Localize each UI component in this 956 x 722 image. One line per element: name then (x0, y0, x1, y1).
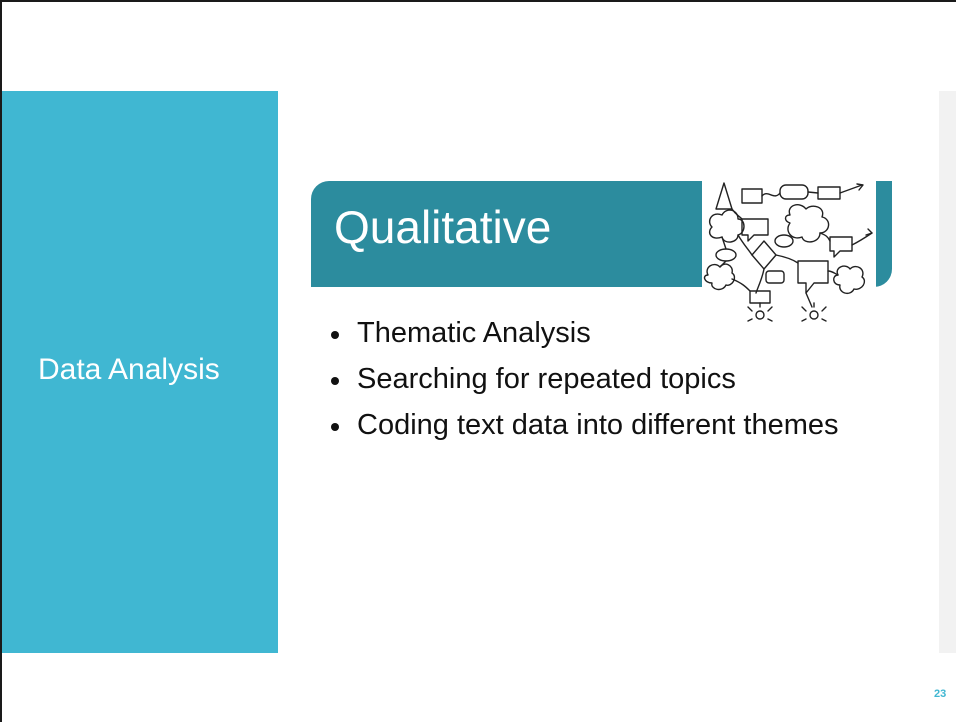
list-item: Thematic Analysis (305, 316, 845, 351)
list-item: Coding text data into different themes (305, 408, 845, 443)
bullet-text: Searching for repeated topics (357, 363, 736, 395)
side-panel: Data Analysis (2, 91, 278, 653)
bullet-list: Thematic Analysis Searching for repeated… (305, 316, 845, 454)
list-item: Searching for repeated topics (305, 362, 845, 397)
bullet-icon (331, 331, 339, 339)
doodle-mind-map-icon (702, 175, 876, 326)
bullet-icon (331, 377, 339, 385)
side-title: Data Analysis (38, 353, 220, 386)
right-panel-strip (939, 91, 956, 653)
slide-title: Qualitative (334, 201, 552, 253)
page-number: 23 (934, 688, 947, 700)
bullet-icon (331, 423, 339, 431)
bullet-text: Coding text data into different themes (357, 409, 839, 441)
bullet-text: Thematic Analysis (357, 317, 591, 349)
